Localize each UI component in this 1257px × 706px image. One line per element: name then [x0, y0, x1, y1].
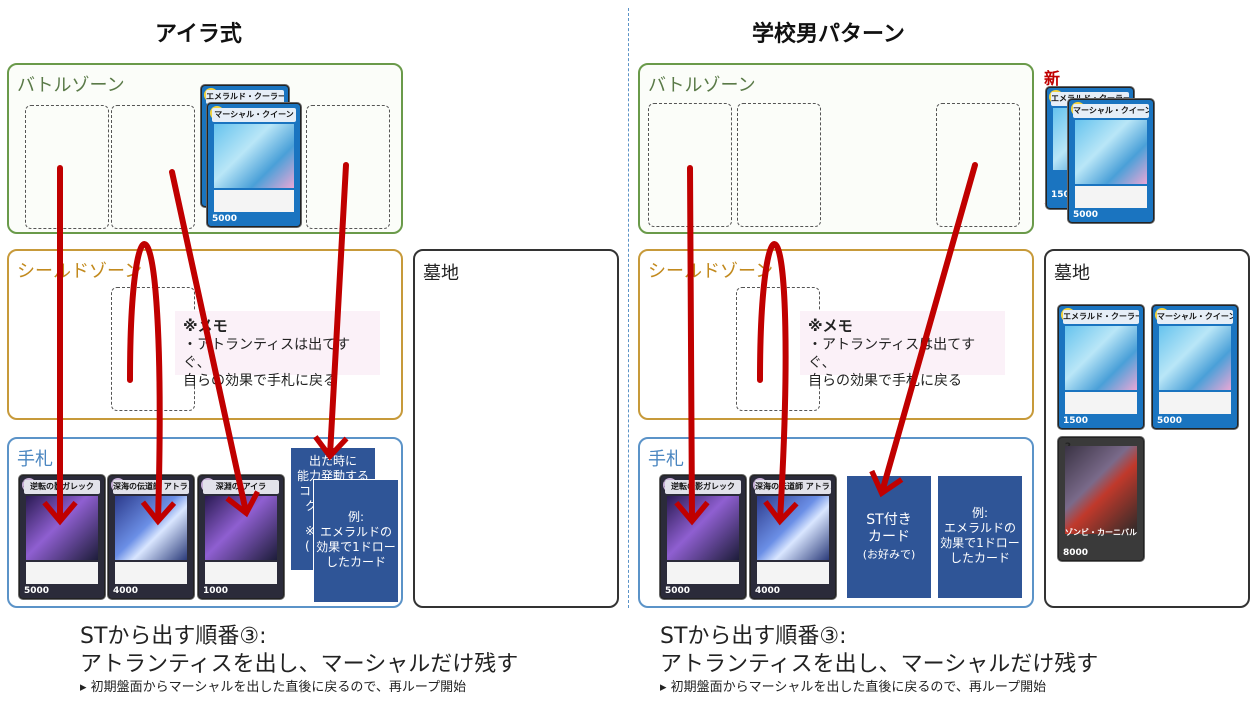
left-battle-card-marshal: 3 マーシャル・クイーン 5000 — [207, 103, 301, 227]
right-title: 学校男パターン — [752, 22, 905, 47]
left-shield-zone-label: シールドゾーン — [17, 261, 143, 282]
memo-title: ※メモ — [808, 317, 853, 335]
example-line-4: したカード — [325, 555, 386, 569]
right-graveyard-label: 墓地 — [1054, 263, 1090, 284]
right-shield-zone-label: シールドゾーン — [648, 261, 774, 282]
card-power: 1500 — [1051, 190, 1077, 200]
right-graveyard-zone: 墓地 2 エメラルド・クーラー 1500 3 マーシャル・クイーン 5000 2… — [1044, 249, 1250, 608]
card-text — [1159, 392, 1231, 414]
st-line-6: ( — [305, 539, 310, 553]
left-battle-slot-3 — [306, 105, 390, 229]
card-name: エメラルド・クーラー — [1063, 310, 1139, 324]
right-arrow-battle-to-st — [869, 162, 978, 498]
card-power: 4000 — [113, 586, 139, 596]
card-text — [667, 562, 739, 584]
right-battle-card-marshal: 3 マーシャル・クイーン 5000 — [1068, 99, 1154, 223]
card-name: ゾンビ・カーニバル — [1065, 528, 1137, 537]
card-name: マーシャル・クイーン — [1073, 104, 1149, 118]
card-power: 5000 — [24, 586, 50, 596]
right-battle-zone-label: バトルゾーン — [648, 75, 756, 96]
left-battle-slot-1 — [25, 105, 109, 229]
example-line-2: エメラルドの — [943, 521, 1016, 535]
memo-line-1: ・アトランティスは出てすぐ、 — [183, 337, 351, 371]
left-caption-note: ▸ 初期盤面からマーシャルを出した直後に戻るので、再ループ開始 — [80, 680, 467, 695]
right-hand-zone: 手札 10 逆転の影ガレック 5000 10 深海の伝道師 アトランティス 40… — [638, 437, 1034, 608]
card-art — [1065, 446, 1137, 534]
card-art — [1075, 120, 1147, 184]
right-grave-card-emerald: 2 エメラルド・クーラー 1500 — [1058, 305, 1144, 429]
right-grave-card-marshal: 3 マーシャル・クイーン 5000 — [1152, 305, 1238, 429]
st-line-5: ※ — [305, 524, 316, 538]
right-memo: ※メモ ・アトランティスは出てすぐ、 自らの効果で手札に戻る — [800, 311, 1005, 389]
panel-divider — [628, 8, 629, 608]
card-text — [26, 562, 98, 584]
memo-line-2: 自らの効果で手札に戻る — [808, 373, 962, 389]
card-text — [115, 562, 187, 584]
card-text — [1065, 392, 1137, 414]
card-name: マーシャル・クイーン — [212, 108, 296, 122]
card-text — [205, 562, 277, 584]
example-line-2: エメラルドの — [319, 525, 392, 539]
card-power: 8000 — [1063, 548, 1089, 558]
left-arrow-marshal-to-aira — [169, 169, 260, 518]
right-grave-card-zombie: 2 ゾンビ・カーニバル 8000 — [1058, 437, 1144, 561]
card-art — [1065, 326, 1137, 390]
card-text — [757, 562, 829, 584]
card-text — [1075, 186, 1147, 208]
card-power: 5000 — [1073, 210, 1099, 220]
left-caption-main: STから出す順番③: — [80, 624, 267, 649]
card-power: 4000 — [755, 586, 781, 596]
card-power: 5000 — [665, 586, 691, 596]
right-caption-main: STから出す順番③: — [660, 624, 847, 649]
left-arrow-battle-to-st — [313, 162, 349, 461]
card-art — [1159, 326, 1231, 390]
card-power: 5000 — [212, 214, 238, 224]
card-power: 1000 — [203, 586, 229, 596]
card-power: 1500 — [1063, 416, 1089, 426]
example-line-3: 効果で1ドロー — [940, 536, 1020, 550]
card-art — [214, 124, 294, 188]
left-graveyard-zone: 墓地 — [413, 249, 619, 608]
card-power: 5000 — [1157, 416, 1183, 426]
left-battle-zone: バトルゾーン 2 エメラルド・クーラー 3 マーシャル・クイーン 5000 — [7, 63, 403, 234]
example-line-1: 例: — [971, 506, 989, 520]
example-line-3: 効果で1ドロー — [316, 540, 396, 554]
right-battle-slot-2 — [737, 103, 821, 227]
right-caption-sub: アトランティスを出し、マーシャルだけ残す — [660, 652, 1099, 677]
left-arrow-loop — [127, 241, 177, 526]
left-caption-sub: アトランティスを出し、マーシャルだけ残す — [80, 652, 519, 677]
right-hand-card-atlantis: 10 深海の伝道師 アトランティス 4000 — [750, 475, 836, 599]
left-battle-zone-label: バトルゾーン — [17, 75, 125, 96]
card-name: マーシャル・クイーン — [1157, 310, 1233, 324]
right-arrow-loop — [757, 241, 799, 526]
right-hand-zone-label: 手札 — [648, 449, 684, 470]
left-graveyard-label: 墓地 — [423, 263, 459, 284]
st-line-2: カード — [868, 529, 910, 545]
example-line-1: 例: — [347, 510, 365, 524]
right-shield-zone: シールドゾーン ※メモ ・アトランティスは出てすぐ、 自らの効果で手札に戻る — [638, 249, 1034, 420]
card-name: エメラルド・クーラー — [206, 90, 284, 104]
right-arrow-battle-to-hand-1 — [674, 165, 710, 526]
st-line-1: ST付き — [866, 512, 912, 528]
example-line-4: したカード — [949, 551, 1010, 565]
card-name: 逆転の影ガレック — [665, 480, 741, 494]
st-line-3: (お好みで) — [862, 548, 916, 561]
right-example-card-box: 例: エメラルドの 効果で1ドロー したカード — [937, 475, 1023, 599]
card-name: 深海の伝道師 アトランティス — [755, 480, 831, 494]
right-caption-note: ▸ 初期盤面からマーシャルを出した直後に戻るので、再ループ開始 — [660, 680, 1047, 695]
memo-line-2: 自らの効果で手札に戻る — [183, 373, 337, 389]
left-battle-slot-2 — [111, 105, 195, 229]
right-battle-zone: バトルゾーン 新マーシャル 2 エメラルド・クーラー 1500 3 マーシャル・… — [638, 63, 1154, 234]
left-example-card-box: 例: エメラルドの 効果で1ドロー したカード — [313, 479, 399, 603]
st-line-3: コ — [299, 484, 312, 498]
right-battle-slot-3 — [936, 103, 1020, 227]
memo-line-1: ・アトランティスは出てすぐ、 — [808, 337, 976, 371]
card-name: 深海の伝道師 アトランティス — [113, 480, 189, 494]
card-text — [214, 190, 294, 212]
left-hand-zone-label: 手札 — [17, 449, 53, 470]
left-title: アイラ式 — [155, 22, 242, 47]
